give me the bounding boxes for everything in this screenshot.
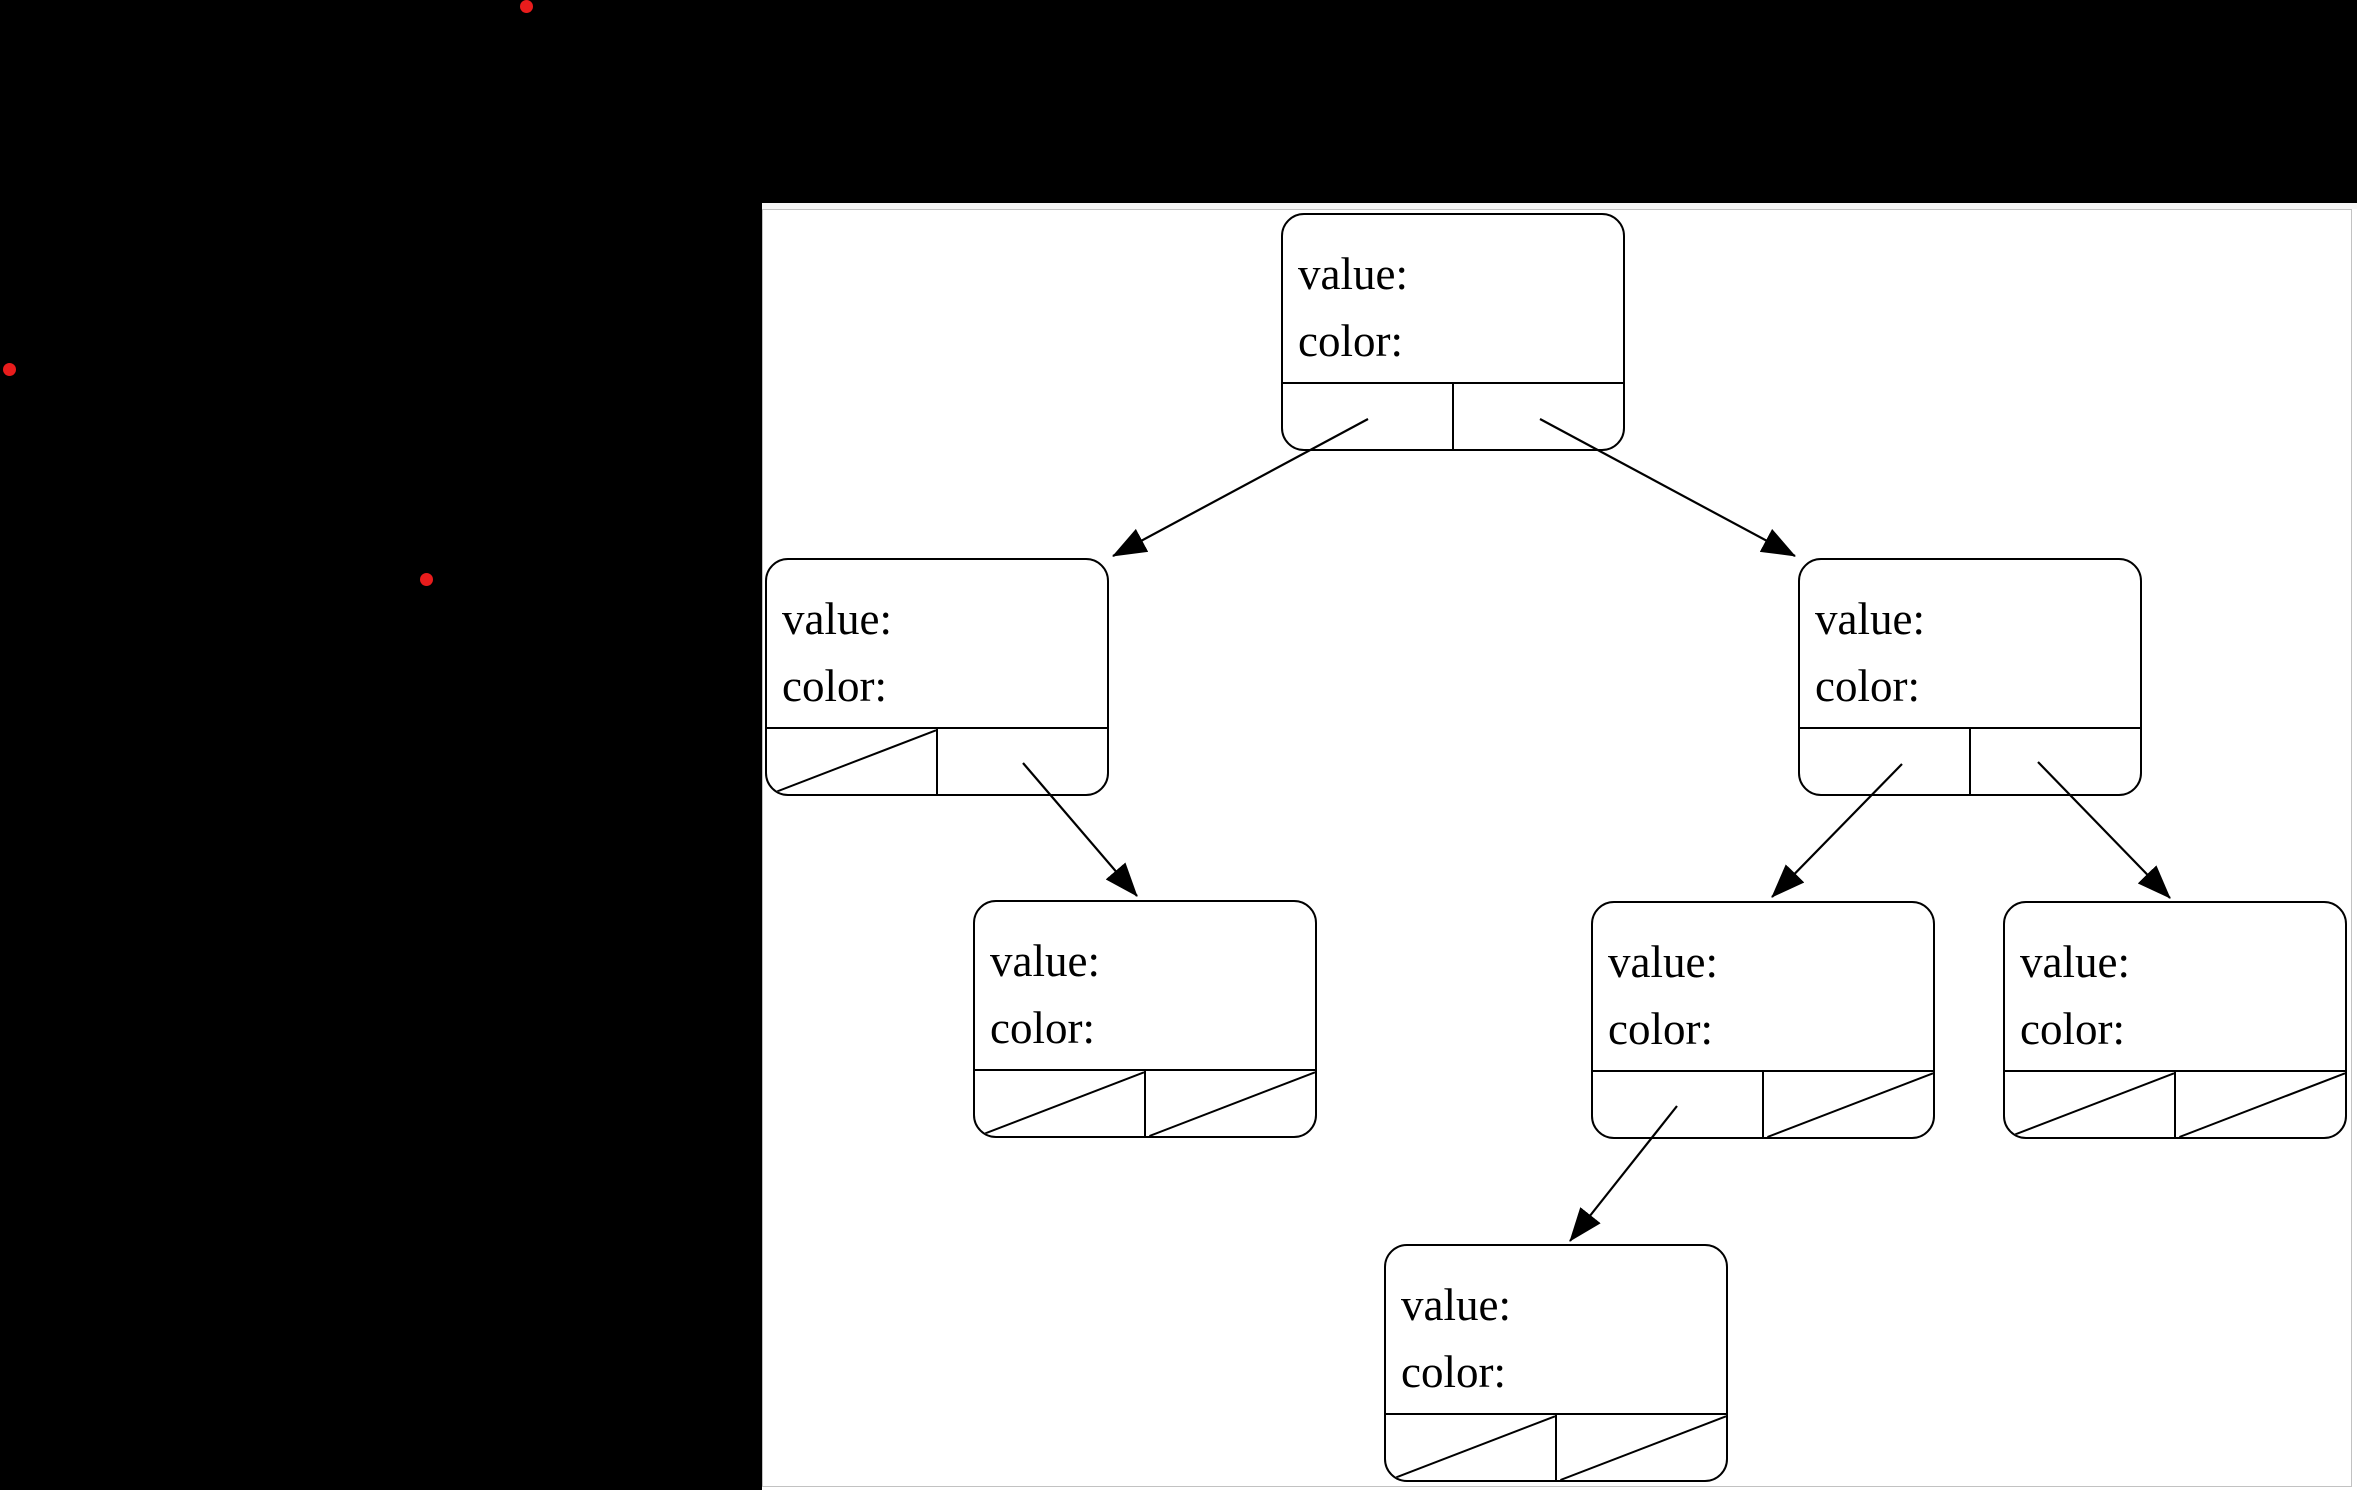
null-slash (1146, 1071, 1315, 1136)
value-field-label: value: (782, 594, 892, 644)
node-field-labels: value: color: (975, 902, 1315, 1062)
null-slash (2005, 1072, 2174, 1137)
null-slash (1557, 1415, 1726, 1480)
color-field-label: color: (1815, 661, 1920, 711)
pointer-row (975, 1069, 1315, 1136)
color-field-label: color: (782, 661, 887, 711)
right-pointer-cell (1555, 1415, 1726, 1480)
node-field-labels: value: color: (1800, 560, 2140, 720)
null-slash (767, 729, 936, 794)
node-field-labels: value: color: (1283, 215, 1623, 375)
red-marker-dot (520, 0, 533, 13)
tree-node-right-grandchild: value: color: (2003, 901, 2347, 1139)
right-pointer-cell (1144, 1071, 1315, 1136)
node-field-labels: value: color: (1386, 1246, 1726, 1406)
color-field-label: color: (1401, 1347, 1506, 1397)
right-pointer-cell (936, 729, 1107, 794)
null-slash (1386, 1415, 1555, 1480)
value-field-label: value: (2020, 937, 2130, 987)
tree-node-right-child: value: color: (1798, 558, 2142, 796)
right-pointer-cell (1452, 384, 1623, 449)
red-marker-dot (3, 363, 16, 376)
tree-node-left-grandchild: value: color: (973, 900, 1317, 1138)
left-pointer-cell (2005, 1072, 2174, 1137)
tree-node-middle-grandchild: value: color: (1591, 901, 1935, 1139)
right-pointer-cell (1969, 729, 2140, 794)
pointer-row (1800, 727, 2140, 794)
left-pointer-cell (1593, 1072, 1762, 1137)
right-pointer-cell (2174, 1072, 2345, 1137)
node-field-labels: value: color: (1593, 903, 1933, 1063)
pointer-row (2005, 1070, 2345, 1137)
left-pointer-cell (1386, 1415, 1555, 1480)
null-slash (2176, 1072, 2345, 1137)
node-field-labels: value: color: (2005, 903, 2345, 1063)
value-field-label: value: (1815, 594, 1925, 644)
left-pointer-cell (1283, 384, 1452, 449)
panel-border (762, 209, 2352, 1487)
color-field-label: color: (1298, 316, 1403, 366)
value-field-label: value: (990, 936, 1100, 986)
value-field-label: value: (1298, 249, 1408, 299)
value-field-label: value: (1401, 1280, 1511, 1330)
tree-node-root: value: color: (1281, 213, 1625, 451)
value-field-label: value: (1608, 937, 1718, 987)
node-field-labels: value: color: (767, 560, 1107, 720)
color-field-label: color: (2020, 1004, 2125, 1054)
red-marker-dot (420, 573, 433, 586)
pointer-row (767, 727, 1107, 794)
right-pointer-cell (1762, 1072, 1933, 1137)
panel-top-strip (762, 203, 2357, 209)
left-pointer-cell (767, 729, 936, 794)
pointer-row (1386, 1413, 1726, 1480)
color-field-label: color: (1608, 1004, 1713, 1054)
left-pointer-cell (975, 1071, 1144, 1136)
tree-node-great-grandchild: value: color: (1384, 1244, 1728, 1482)
pointer-row (1593, 1070, 1933, 1137)
left-pointer-cell (1800, 729, 1969, 794)
null-slash (1764, 1072, 1933, 1137)
null-slash (975, 1071, 1144, 1136)
color-field-label: color: (990, 1003, 1095, 1053)
pointer-row (1283, 382, 1623, 449)
tree-node-left-child: value: color: (765, 558, 1109, 796)
